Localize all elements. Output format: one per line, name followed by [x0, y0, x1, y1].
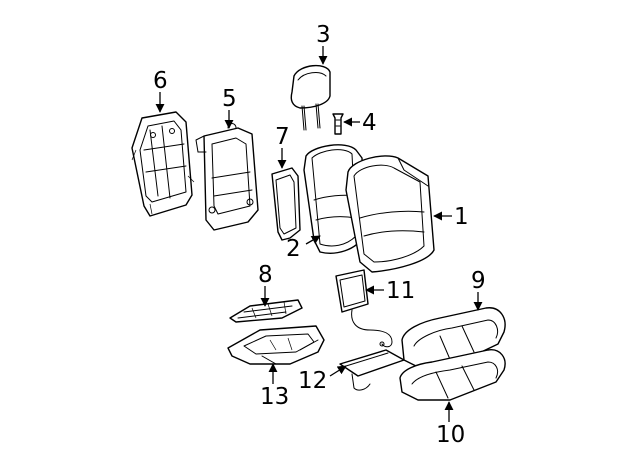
- callout-6: 6: [153, 68, 168, 94]
- leader-12: [329, 365, 347, 377]
- part-13-cushion-frame: [227, 325, 325, 365]
- part-4-headrest-guide: [332, 113, 344, 135]
- part-6-seat-back-frame-rear: [131, 111, 195, 217]
- part-7-side-trim-panel: [271, 167, 301, 241]
- callout-8: 8: [258, 262, 273, 288]
- callout-7: 7: [275, 124, 290, 150]
- callout-9: 9: [471, 268, 486, 294]
- callout-11: 11: [386, 278, 415, 304]
- part-3-headrest: [290, 65, 331, 131]
- part-8-cushion-pan: [229, 299, 303, 323]
- part-10-seat-cushion-pad: [399, 349, 506, 401]
- part-11-lumbar-pad: [335, 269, 393, 348]
- callout-leaders: [155, 46, 483, 422]
- part-12-module-plate: [339, 349, 405, 391]
- callout-1: 1: [454, 204, 469, 230]
- leader-2: [305, 235, 321, 245]
- callout-2: 2: [286, 236, 301, 262]
- callout-12: 12: [298, 368, 327, 394]
- part-5-seat-back-frame-inner: [195, 123, 259, 231]
- callout-3: 3: [316, 22, 331, 48]
- callout-10: 10: [436, 422, 465, 448]
- callout-labels: 1 2 3 4 5 6 7 8 9 10 11 12 13: [153, 22, 486, 448]
- callout-4: 4: [362, 110, 377, 136]
- callout-13: 13: [260, 384, 289, 410]
- part-1-seat-back-cover-front: [345, 155, 435, 273]
- callout-5: 5: [222, 86, 237, 112]
